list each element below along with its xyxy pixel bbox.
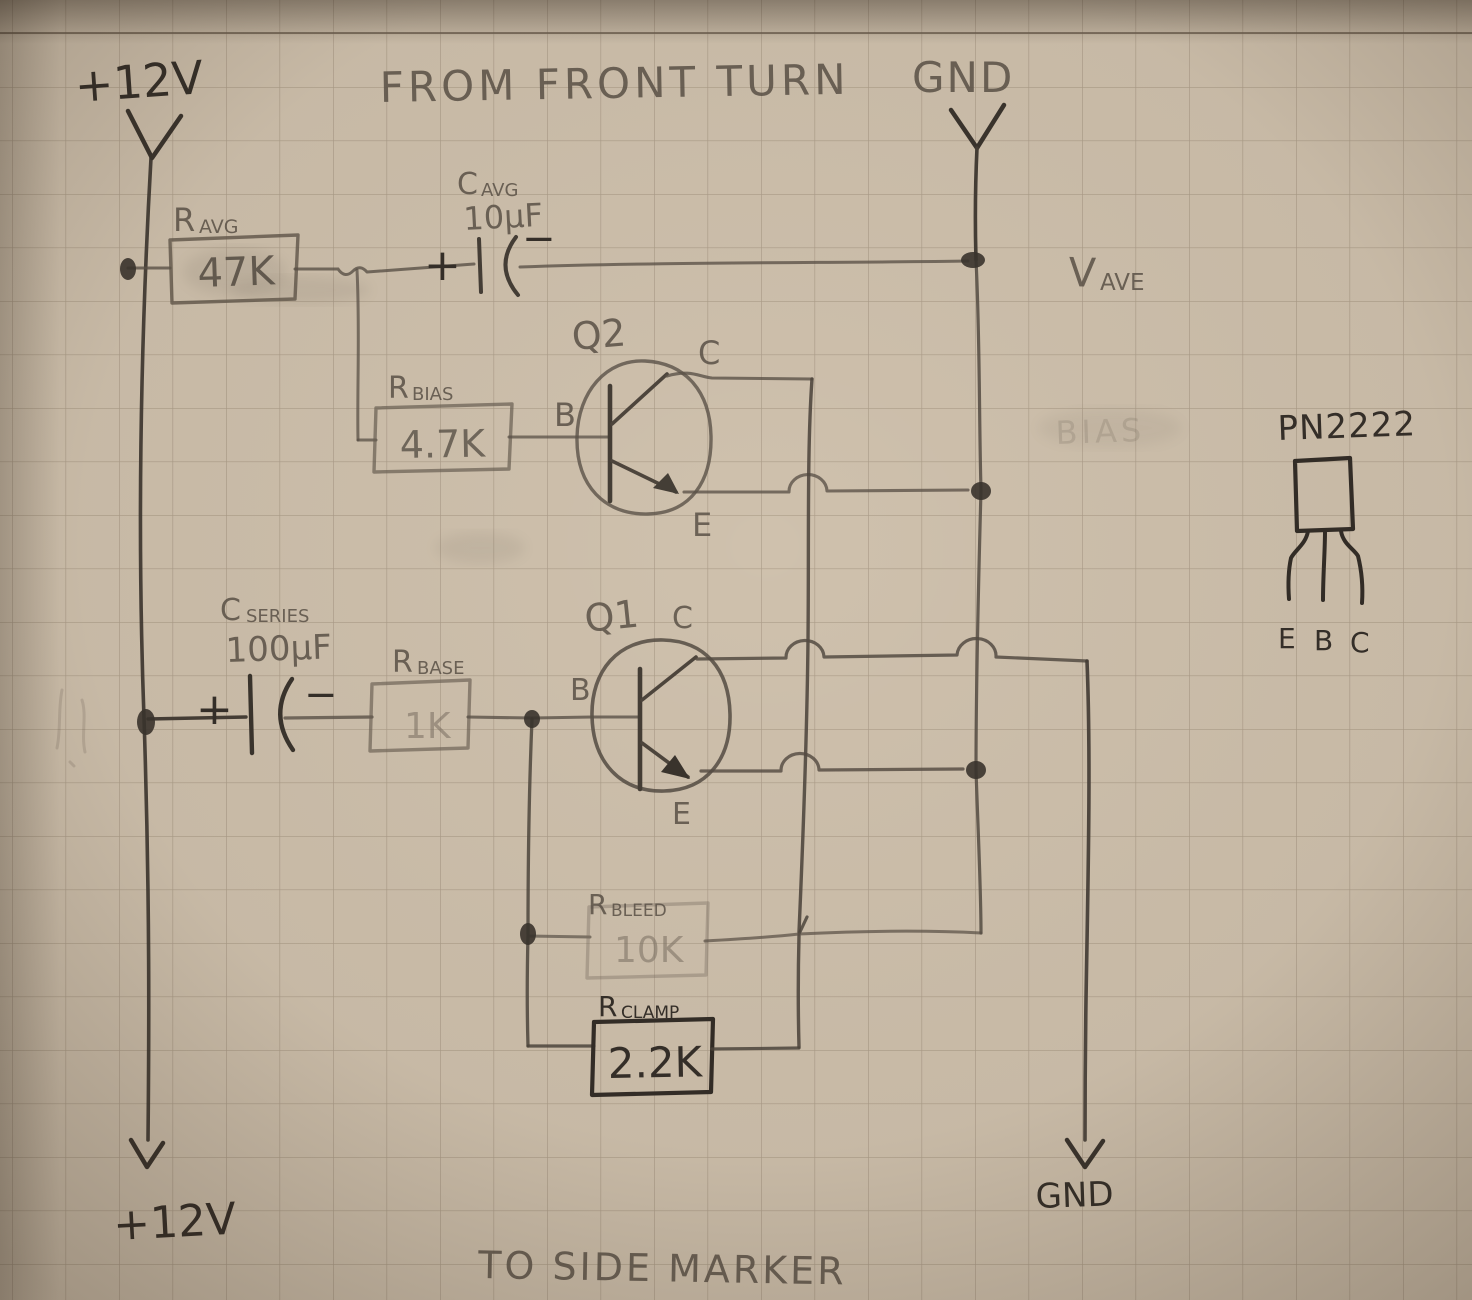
- top-shadow: [0, 0, 1472, 44]
- left-shadow: [0, 0, 60, 1300]
